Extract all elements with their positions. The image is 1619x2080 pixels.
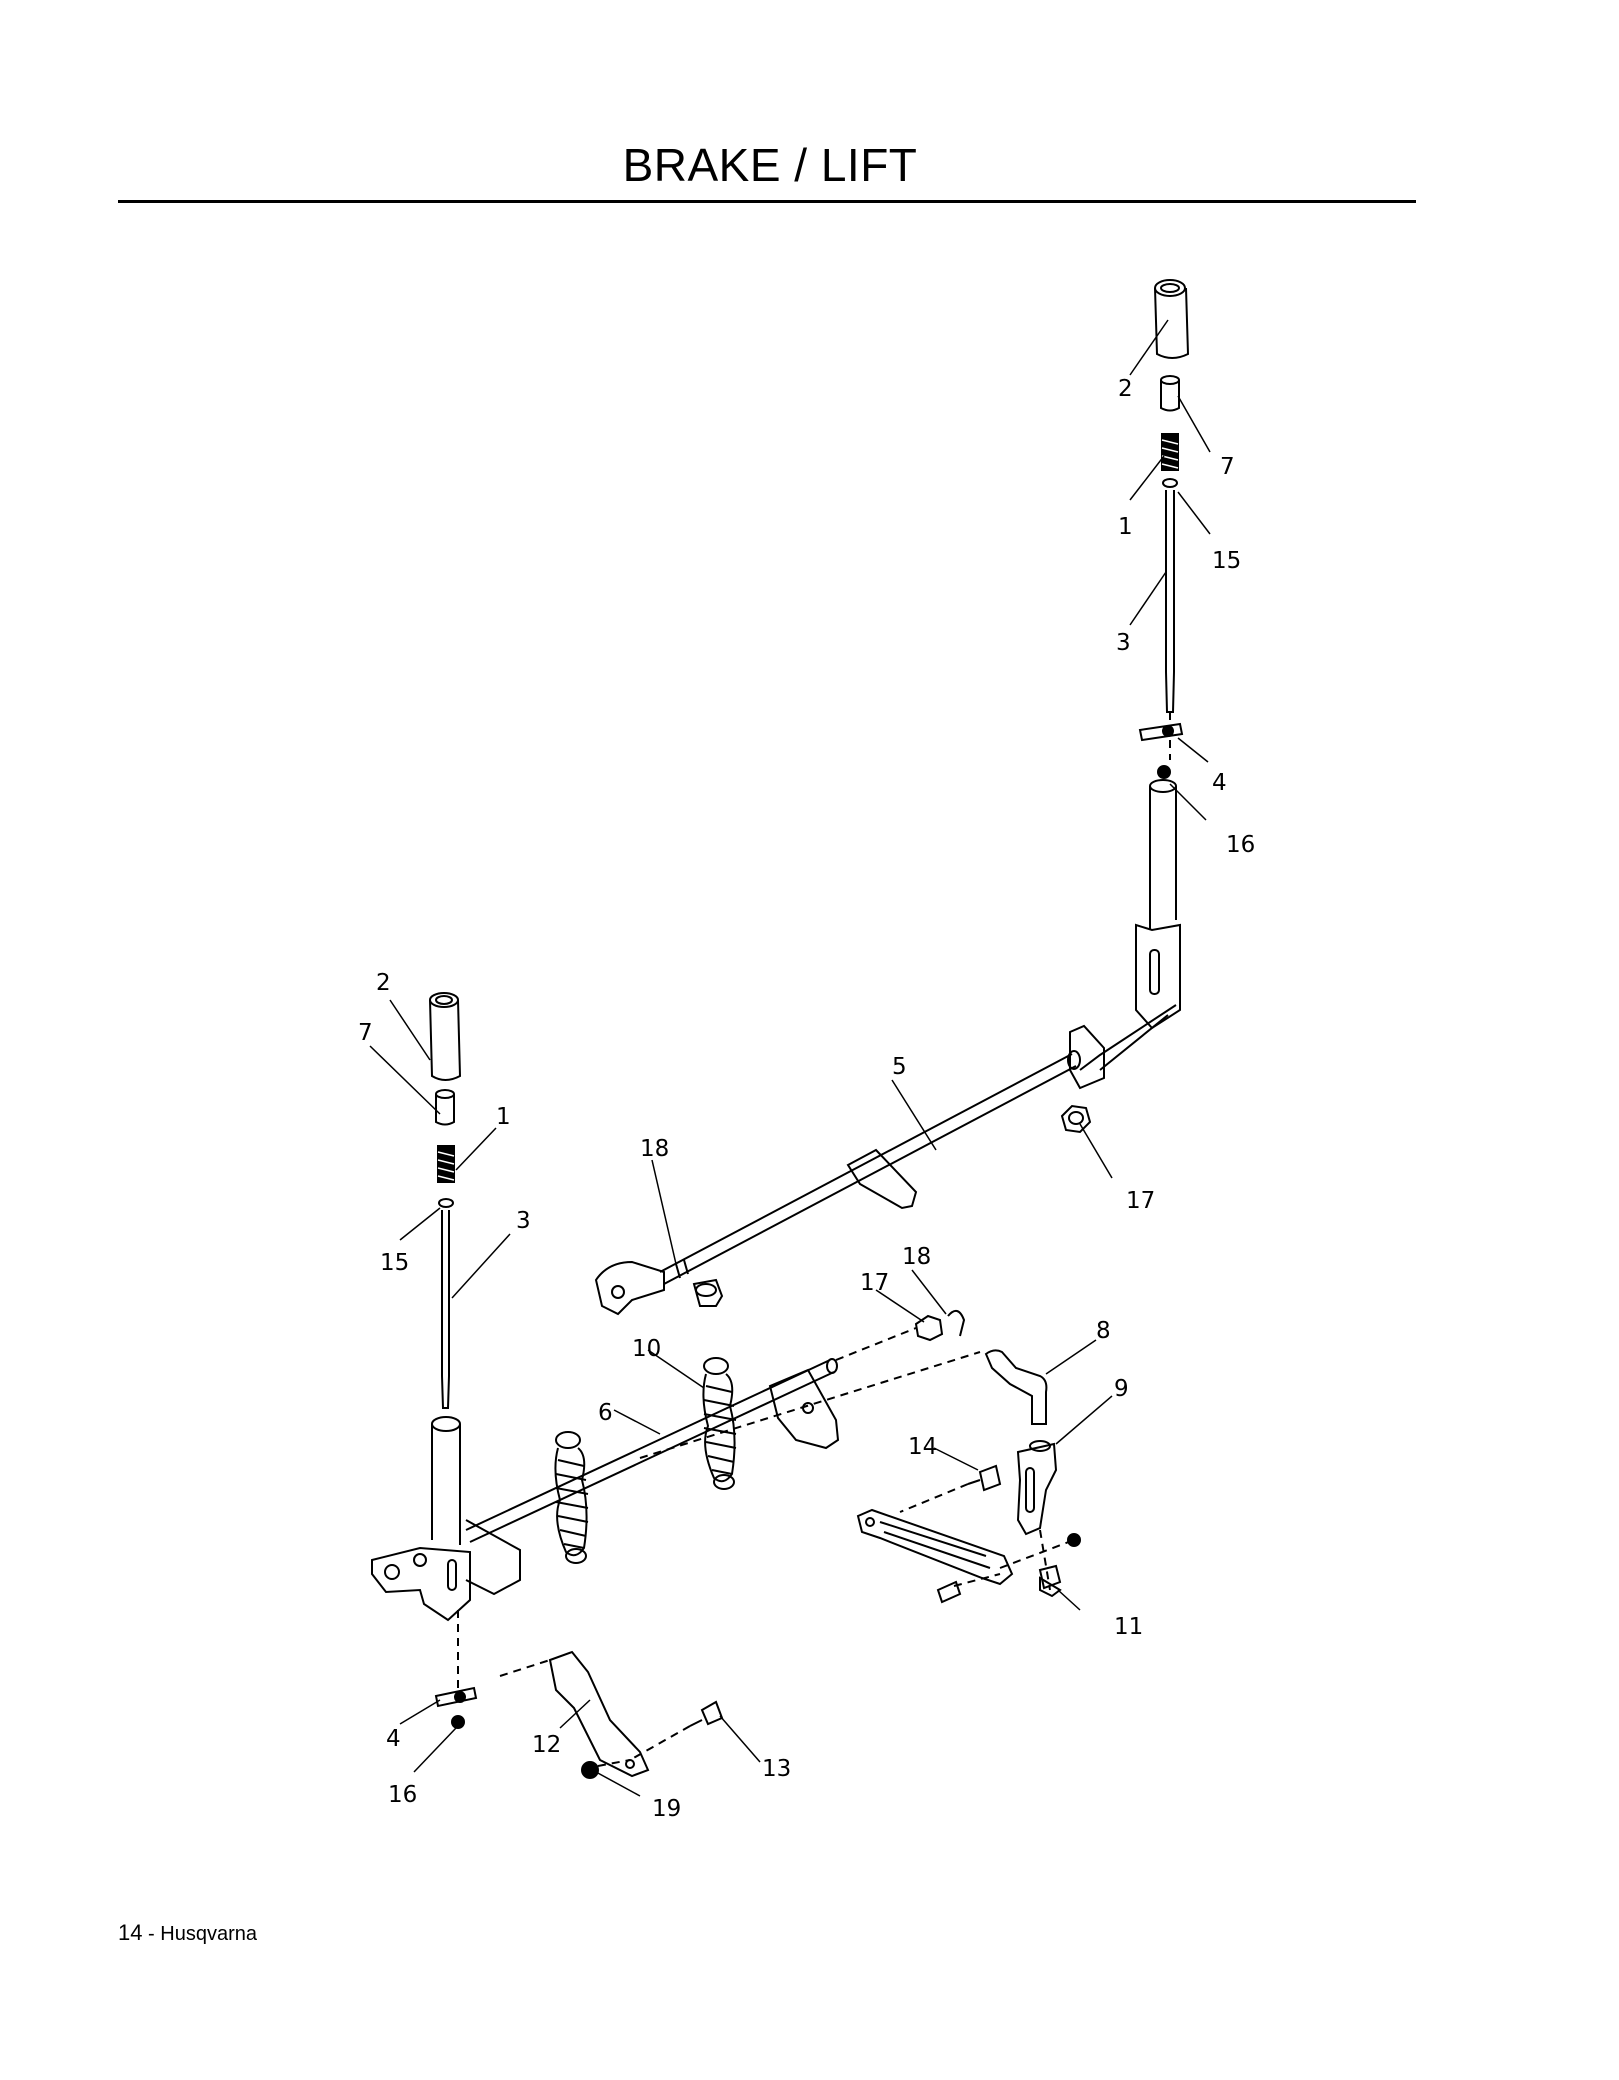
callout-1: 1	[1118, 514, 1133, 540]
lock-nut	[1038, 1564, 1062, 1598]
callout-12: 12	[532, 1732, 561, 1758]
lower-clip	[947, 1309, 966, 1337]
right-handle-grip	[1154, 279, 1190, 359]
bracket	[1016, 1440, 1058, 1536]
callout-15: 15	[380, 1250, 409, 1276]
left-spring	[437, 1145, 455, 1183]
callout-17: 17	[1126, 1188, 1155, 1214]
callout-19: 19	[652, 1796, 681, 1822]
callout-7: 7	[1220, 454, 1235, 480]
nut-axis-2	[597, 1759, 631, 1767]
callout-8: 8	[1096, 1318, 1111, 1344]
callout-18: 18	[640, 1136, 669, 1162]
page-title: BRAKE / LIFT	[622, 139, 918, 191]
flange-nut	[581, 1761, 599, 1779]
left-rod	[441, 1210, 450, 1409]
leader-lines	[369, 319, 1211, 1797]
left-bushing	[435, 1089, 455, 1126]
link-rod	[984, 1349, 1048, 1425]
left-link-arm	[548, 1650, 650, 1778]
left-handle-grip	[429, 992, 462, 1081]
shoulder-bolt	[689, 1700, 724, 1727]
callout-1: 1	[496, 1104, 511, 1130]
bolt-axis-2	[629, 1725, 691, 1761]
footer-brand: Husqvarna	[160, 1923, 257, 1945]
callout-7: 7	[358, 1020, 373, 1046]
callout-3: 3	[1116, 630, 1131, 656]
bracket-axis	[1039, 1529, 1051, 1591]
small-nut	[1067, 1533, 1081, 1547]
callout-10: 10	[632, 1336, 661, 1362]
callout-3: 3	[516, 1208, 531, 1234]
left-pin	[434, 1686, 478, 1708]
right-bolt	[936, 1573, 1001, 1604]
lower-shaft	[465, 1358, 840, 1543]
callout-13: 13	[762, 1756, 791, 1782]
right-link-arm	[856, 1508, 1014, 1586]
right-rod	[1165, 490, 1175, 713]
link-axis	[639, 1351, 981, 1459]
callout-16: 16	[388, 1782, 417, 1808]
callout-11: 11	[1114, 1614, 1143, 1640]
right-washer	[1162, 478, 1178, 488]
callout-4: 4	[386, 1726, 401, 1752]
bolt-axis	[899, 1483, 969, 1513]
nut-axis	[999, 1539, 1075, 1569]
callout-4: 4	[1212, 770, 1227, 796]
left-washer	[438, 1198, 454, 1208]
right-bushing	[1160, 375, 1180, 412]
page-number: 14	[118, 1920, 143, 1945]
lower-bushing	[914, 1314, 944, 1342]
callout-14: 14	[908, 1434, 937, 1460]
callout-9: 9	[1114, 1376, 1129, 1402]
right-nut	[1157, 765, 1171, 779]
callout-2: 2	[376, 970, 391, 996]
right-pin	[1138, 722, 1184, 742]
upper-bushing	[1060, 1104, 1092, 1134]
lower-shaft-axis	[835, 1327, 917, 1361]
callout-16: 16	[1226, 832, 1255, 858]
callout-6: 6	[598, 1400, 613, 1426]
tension-spring-right	[702, 1357, 737, 1490]
arm-axis	[499, 1659, 551, 1677]
right-spring	[1161, 433, 1179, 471]
callout-15: 15	[1212, 548, 1241, 574]
tension-spring-left	[554, 1431, 589, 1564]
callout-5: 5	[892, 1054, 907, 1080]
page-footer: 14 - Husqvarna	[118, 1920, 257, 1946]
hex-bolt	[967, 1464, 1002, 1492]
callout-18: 18	[902, 1244, 931, 1270]
callout-17: 17	[860, 1270, 889, 1296]
right-lever-arm	[1069, 779, 1181, 1090]
upper-shaft	[594, 1050, 1081, 1316]
callout-2: 2	[1118, 376, 1133, 402]
left-nut	[451, 1715, 465, 1729]
title-divider	[118, 200, 1416, 203]
left-lever-arm	[371, 1416, 521, 1622]
upper-clip	[692, 1278, 724, 1307]
footer-separator: -	[142, 1923, 161, 1945]
